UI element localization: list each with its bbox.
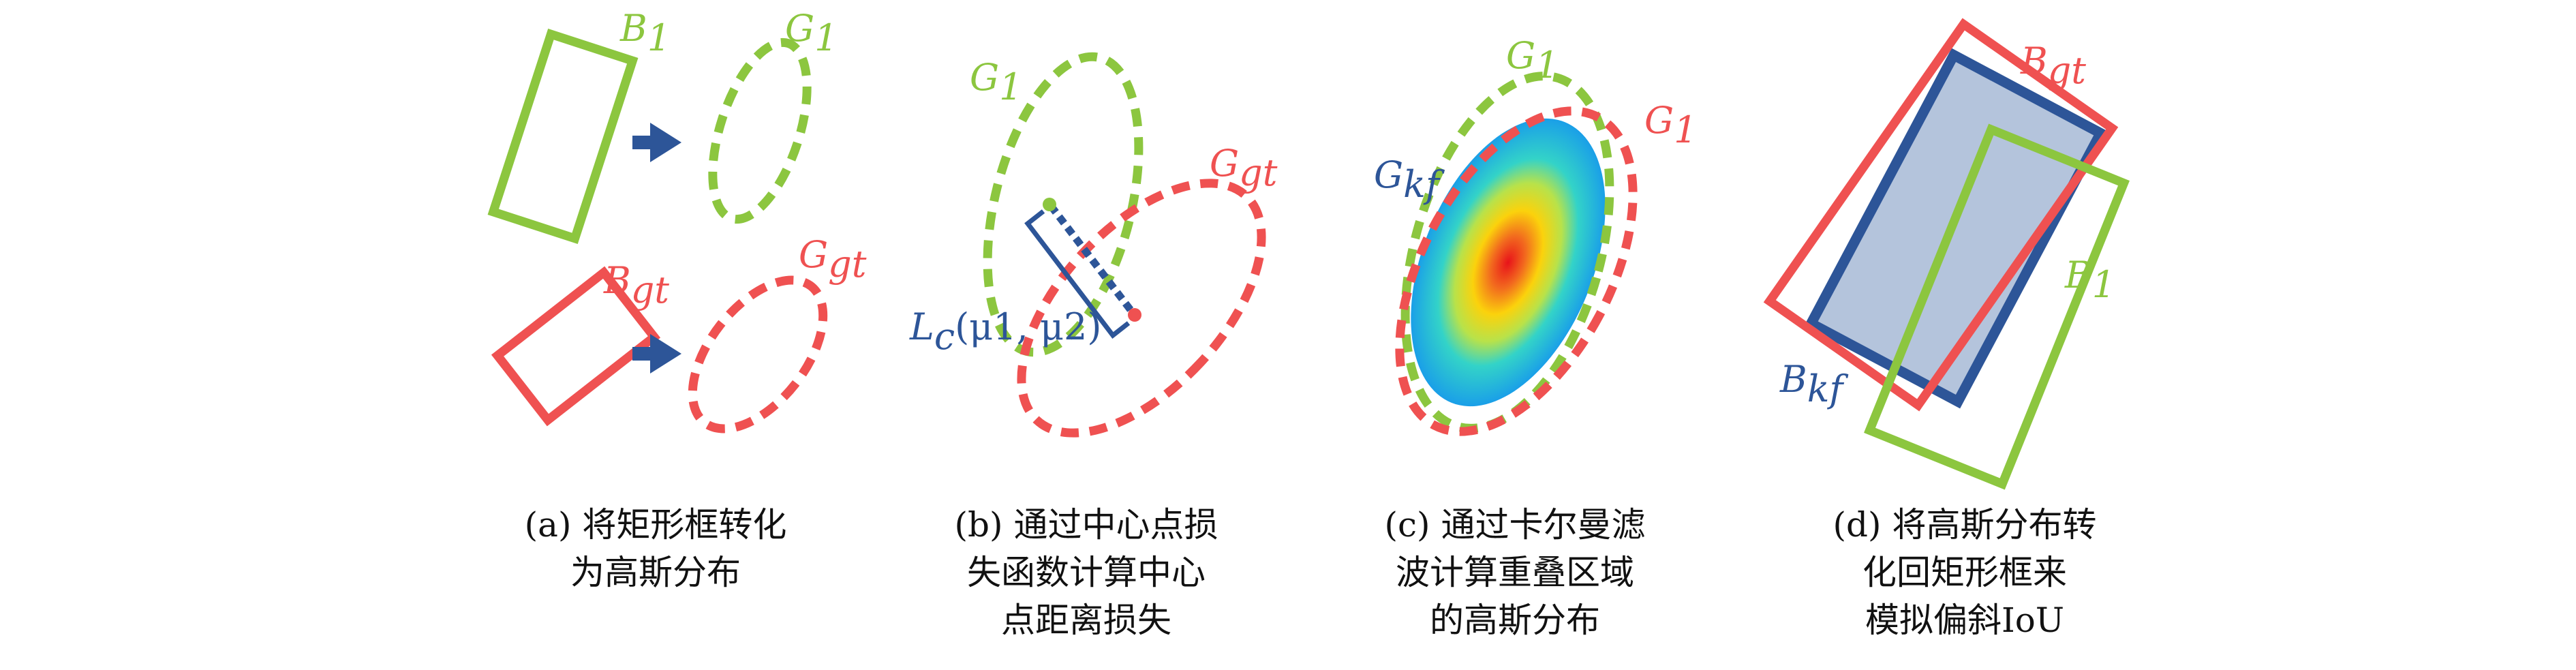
caption-b-line-3: 点距离损失	[1001, 600, 1171, 640]
caption-b: (b) 通过中心点损 失函数计算中心 点距离损失	[875, 501, 1298, 644]
caption-a: (a) 将矩形框转化 为高斯分布	[444, 501, 867, 596]
bkf-label-d: Bkf	[1779, 358, 1848, 410]
caption-a-line-2: 为高斯分布	[570, 553, 741, 592]
panel-a: B1 G1 Bgt Ggt	[487, 7, 867, 433]
bgt-label-d: Bgt	[2020, 40, 2086, 92]
gkf-label: Gkf	[1374, 153, 1445, 206]
g1-center-point	[1043, 198, 1056, 211]
g1-ellipse-c-red	[1395, 106, 1638, 436]
bgt-label: Bgt	[603, 259, 669, 311]
arrow-top	[632, 123, 681, 162]
center-loss-bracket	[1024, 209, 1131, 339]
g1-label: G1	[785, 7, 838, 59]
caption-d-line-3: 模拟偏斜IoU	[1865, 600, 2064, 640]
caption-a-line-1: (a) 将矩形框转化	[524, 505, 787, 545]
gkf-gaussian	[1411, 118, 1606, 407]
ggt-label-b: Ggt	[1210, 142, 1278, 194]
ggt-label: Ggt	[799, 233, 867, 286]
b1-box-d	[1864, 123, 2130, 490]
ggt-center-point	[1128, 308, 1141, 322]
panel-c: G1 G1 Gkf	[1374, 34, 1698, 436]
b1-label: B1	[619, 7, 671, 59]
caption-d: (d) 将高斯分布转 化回矩形框来 模拟偏斜IoU	[1753, 501, 2176, 644]
panel-d: Bgt B1 Bkf	[1763, 18, 2130, 490]
caption-c-line-3: 的高斯分布	[1430, 600, 1600, 640]
caption-b-line-1: (b) 通过中心点损	[954, 505, 1218, 545]
arrow-bottom	[632, 334, 681, 374]
g1-ellipse-c	[1400, 72, 1614, 433]
bgt-box-d	[1763, 18, 2119, 412]
center-distance-line	[1047, 203, 1137, 316]
caption-b-line-2: 失函数计算中心	[967, 553, 1206, 592]
caption-c-line-2: 波计算重叠区域	[1396, 553, 1634, 592]
caption-c: (c) 通过卡尔曼滤 波计算重叠区域 的高斯分布	[1304, 501, 1726, 644]
g1-label-c-top: G1	[1506, 34, 1559, 87]
caption-d-line-2: 化回矩形框来	[1862, 553, 2067, 592]
g1-ellipse	[708, 37, 812, 224]
b1-label-d: B1	[2064, 254, 2115, 306]
panel-b: G1 Ggt Lc(μ1, μ2)	[909, 52, 1278, 438]
caption-d-line-1: (d) 将高斯分布转	[1833, 505, 2097, 545]
ggt-ellipse	[688, 275, 828, 433]
b1-box	[487, 29, 639, 244]
g1-label-c-right: G1	[1644, 99, 1698, 151]
g1-label-b: G1	[970, 56, 1023, 108]
lc-label: Lc(μ1, μ2)	[909, 305, 1101, 358]
bgt-box	[491, 266, 661, 427]
caption-c-line-1: (c) 通过卡尔曼滤	[1384, 505, 1646, 545]
